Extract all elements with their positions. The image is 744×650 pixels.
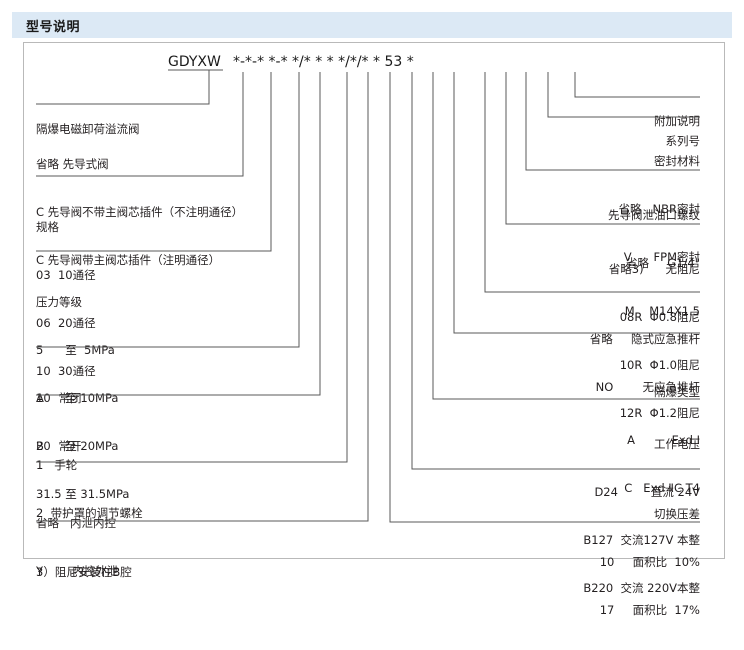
group-switch-pressure-diff: 切换压差 10 面积比 10% 17 面积比 17% bbox=[440, 474, 700, 650]
footnote: 3）阻尼安装在B腔 bbox=[36, 532, 132, 612]
footnote-text: 3）阻尼安装在B腔 bbox=[36, 565, 132, 579]
label-line: 省略 隐式应急推杆 bbox=[589, 332, 700, 346]
label-line: 工作电压 bbox=[654, 437, 700, 451]
label-line: A 常闭 bbox=[36, 391, 82, 405]
model-code-diagram: 型号说明 GDYXW *-*-* *-* */* * * */*/* * 53 … bbox=[12, 12, 732, 617]
model-code-stars: *-*-* *-* */* * * */*/* * 53 * bbox=[233, 54, 414, 70]
section-header-bar bbox=[12, 12, 732, 38]
label-line: 规格 bbox=[36, 220, 59, 234]
label-line: 密封材料 bbox=[654, 154, 700, 168]
label-line: 隔爆类型 bbox=[654, 385, 700, 399]
page-title: 型号说明 bbox=[26, 20, 81, 35]
label-line: 省略 先导式阀 bbox=[36, 157, 109, 171]
label-line: 切换压差 bbox=[654, 507, 700, 521]
model-code-prefix: GDYXW bbox=[168, 54, 221, 70]
label-line: 17 面积比 17% bbox=[599, 603, 700, 617]
label-line: 先导阀泄油口螺纹 bbox=[608, 208, 700, 222]
label-line: 省略3) 无阻尼 bbox=[608, 262, 700, 276]
label-line: 10 面积比 10% bbox=[599, 555, 700, 569]
label-line: 省略 内泄内控 bbox=[36, 516, 116, 530]
label-line: 1 手轮 bbox=[36, 458, 78, 472]
label-line: 压力等级 bbox=[36, 295, 82, 309]
label-line: B127 交流127V 本整 bbox=[583, 533, 700, 547]
label-line: 5 至 5MPa bbox=[36, 343, 115, 357]
